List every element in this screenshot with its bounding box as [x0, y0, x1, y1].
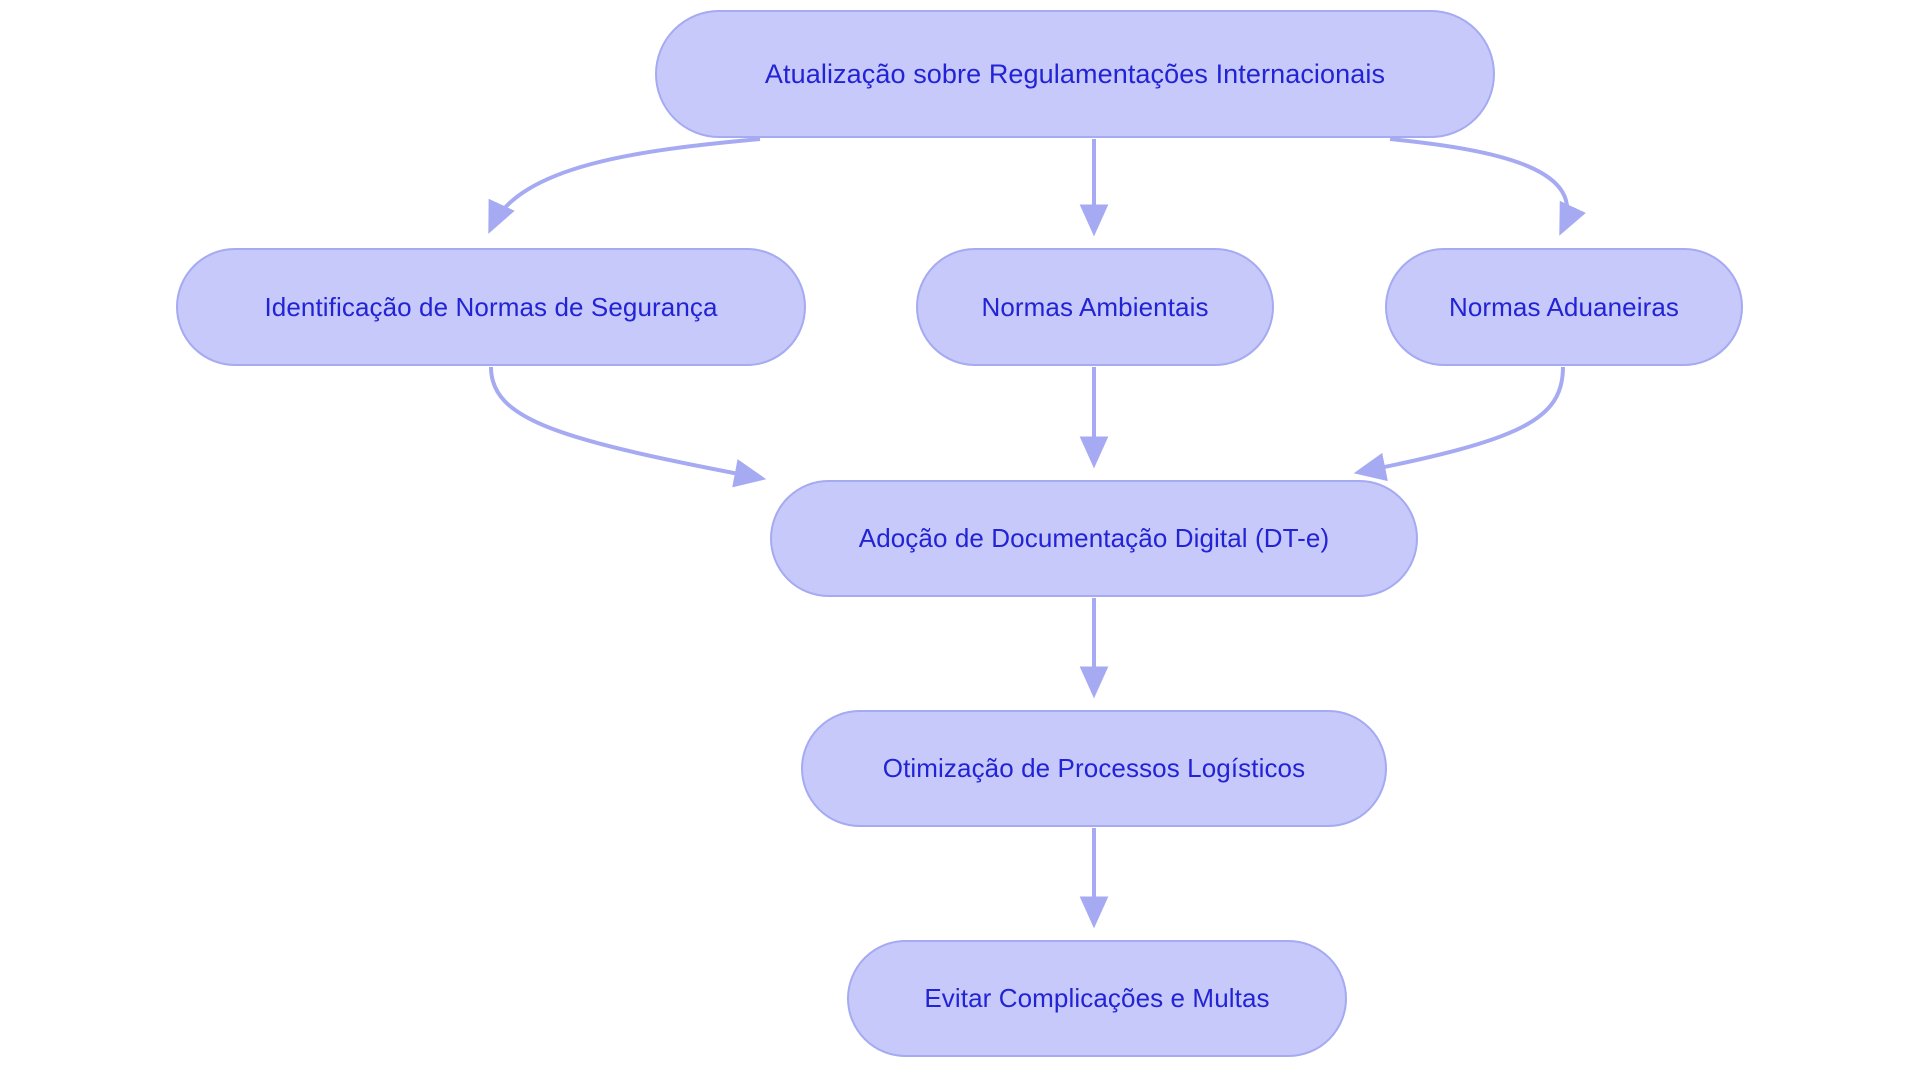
edge-n1-to-n2	[488, 137, 761, 234]
flow-node-label: Evitar Complicações e Multas	[924, 983, 1270, 1013]
flow-node-label: Otimização de Processos Logísticos	[882, 753, 1306, 783]
flow-node-label: Normas Ambientais	[981, 291, 1209, 322]
flow-node-atualizacao-regulamentacoes[interactable]: Atualização sobre Regulamentações Intern…	[655, 10, 1495, 138]
edge-n1-to-n4	[1389, 137, 1586, 236]
flow-node-label: Atualização sobre Regulamentações Intern…	[764, 58, 1386, 89]
flow-node-label: Identificação de Normas de Segurança	[264, 291, 718, 322]
flow-node-label: Normas Aduaneiras	[1448, 291, 1680, 322]
edge-n2-to-n5	[489, 366, 767, 488]
flow-node-normas-aduaneiras[interactable]: Normas Aduaneiras	[1385, 248, 1743, 366]
edge-n4-to-n5	[1353, 366, 1565, 482]
flow-node-evitar-complicacoes-multas[interactable]: Evitar Complicações e Multas	[847, 940, 1347, 1057]
flow-node-adocao-documentacao-digital[interactable]: Adoção de Documentação Digital (DT-e)	[770, 480, 1418, 597]
flow-node-otimizacao-processos-logisticos[interactable]: Otimização de Processos Logísticos	[801, 710, 1387, 827]
flow-node-normas-ambientais[interactable]: Normas Ambientais	[916, 248, 1274, 366]
flow-node-label: Adoção de Documentação Digital (DT-e)	[858, 523, 1330, 553]
flow-node-identificacao-normas-seguranca[interactable]: Identificação de Normas de Segurança	[176, 248, 806, 366]
